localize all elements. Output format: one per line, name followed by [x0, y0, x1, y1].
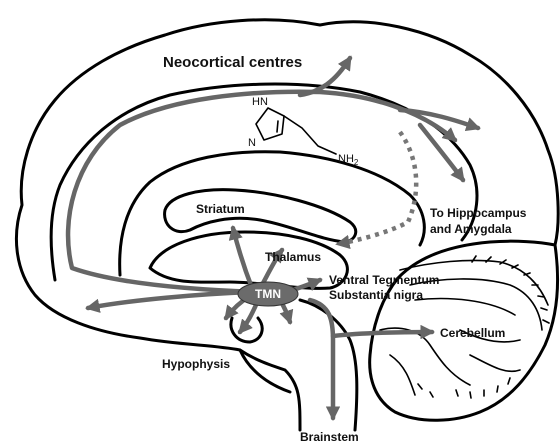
cerebellum-projection	[333, 332, 432, 336]
lateral-ventricle	[165, 190, 356, 242]
brainstem-projection	[310, 300, 333, 418]
molecule-n-label: N	[248, 137, 256, 149]
frontal-projection	[88, 292, 250, 308]
ethylamine-chain	[284, 116, 336, 154]
neocortical-centres-label: Neocortical centres	[163, 54, 302, 71]
tmn-label: TMN	[255, 287, 281, 301]
ring-double-bond	[277, 121, 278, 132]
histamine-molecule: HN N NH2	[248, 96, 359, 167]
cerebellum-label: Cerebellum	[440, 326, 505, 340]
striatum-projection	[233, 228, 252, 288]
hippocampus-amygdala-projection	[338, 132, 416, 244]
vta-label-line2: Substantia nigra	[329, 288, 423, 302]
molecule-nh2-label: NH2	[338, 153, 359, 167]
hypophysis-label: Hypophysis	[162, 357, 230, 371]
hippocampus-label-line1: To Hippocampus	[430, 206, 527, 220]
hippocampus-label-line2: and Amygdala	[430, 222, 512, 236]
thalamus-label: Thalamus	[265, 250, 321, 264]
striatum-label: Striatum	[196, 202, 245, 216]
vta-label-line1: Ventral Tegmentum	[329, 273, 439, 287]
imidazole-ring	[256, 108, 284, 140]
molecule-nh-label: HN	[252, 96, 268, 108]
brainstem-label: Brainstem	[300, 430, 359, 444]
